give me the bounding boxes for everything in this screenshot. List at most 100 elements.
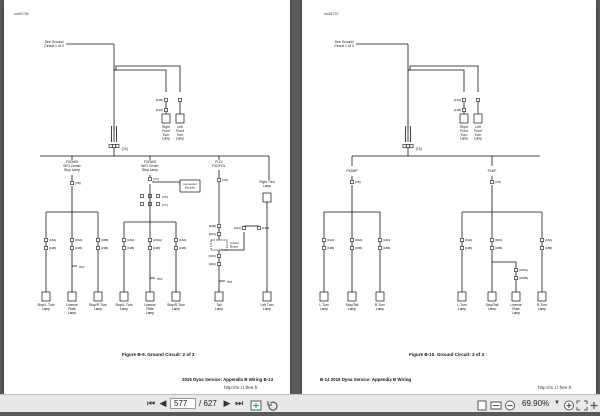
lamp-label: Lamp: [172, 307, 180, 311]
connector-pin: [514, 276, 518, 280]
connector-label: [19B]: [75, 246, 82, 250]
group-header: FXDWG: [66, 160, 79, 164]
lamp-box: [537, 291, 547, 302]
lamp-label: Lamp: [162, 137, 170, 141]
prev-page-icon[interactable]: ◀: [159, 398, 167, 408]
lamp-label: Stop/Tail: [486, 303, 499, 307]
lamp-box: [41, 291, 51, 302]
connector-label: [7B]: [355, 180, 361, 184]
fit-page-icon[interactable]: [476, 398, 488, 411]
connector-label: [7C]: [162, 203, 168, 207]
connector-label: [21A]: [454, 98, 461, 102]
connector-label: [94A]: [209, 232, 216, 236]
connector-pin: [156, 202, 160, 206]
first-page-icon[interactable]: ⏮: [146, 398, 156, 408]
zoom-out-icon[interactable]: [504, 398, 516, 411]
lamp-box: [214, 291, 224, 302]
lamp-label: Tail: [217, 303, 222, 307]
connector-pin: [96, 246, 100, 250]
lamp-label: Lamp: [474, 137, 482, 141]
connector-pin: [350, 238, 354, 242]
last-page-icon[interactable]: ⏭: [234, 398, 244, 408]
connector-label: [93A]: [355, 238, 362, 242]
lamp-label: Lamp: [348, 307, 356, 311]
connector-label: [93B]: [495, 246, 502, 250]
connector-pin: [406, 144, 410, 148]
lamp-label: Lamp: [94, 307, 102, 311]
lamp-label: Left Turn: [260, 303, 273, 307]
wire: [114, 69, 167, 92]
lamp-label: Lamp: [488, 307, 496, 311]
connector-pin: [409, 144, 414, 148]
connector-label: [93B]: [355, 246, 362, 250]
lamp-label: Right: [460, 125, 468, 129]
connector-label: [233A]: [519, 268, 528, 272]
group-header: Lamp: [263, 184, 271, 188]
connector-pin: [322, 246, 326, 250]
connector-pin: [460, 238, 464, 242]
lamp-label: Stop/R-Turn: [167, 303, 185, 307]
connector-pin: [490, 238, 494, 242]
group-header: W/O Center: [141, 164, 159, 168]
next-page-icon[interactable]: ▶: [223, 398, 231, 408]
ground-circuit-label: Circuit 1 of 3: [44, 44, 64, 48]
wire: [221, 232, 245, 251]
left-watermark: http://m.r.l.free.fr: [224, 385, 258, 390]
connector-label: [93B]: [101, 238, 108, 242]
page-nav-icon[interactable]: [250, 398, 262, 411]
fit-width-icon[interactable]: [490, 398, 502, 410]
lamp-label: Stop/L-Turn: [37, 303, 54, 307]
lamp-box: [262, 291, 272, 302]
right-figure-caption: Figure B-10. Ground Circuit: 3 of 3: [409, 352, 485, 357]
connector-pin: [350, 246, 354, 250]
connector-label: [7A]: [416, 147, 422, 151]
connector-pin: [402, 144, 407, 148]
zoom-in-icon[interactable]: [563, 398, 575, 411]
zoom-level[interactable]: 69.90%: [522, 399, 550, 408]
connector-label: [18B]: [383, 246, 390, 250]
connector-pin: [217, 224, 221, 228]
zoom-dropdown-icon[interactable]: ▼: [554, 400, 560, 406]
lamp-label: Lamp: [42, 307, 50, 311]
pdf-viewer-toolbar: ⏮ ◀ / 627 ▶ ⏭ 69.90% ▼: [0, 394, 600, 412]
lamp-label: Stop/R-Turn: [89, 303, 107, 307]
connector-pin: [378, 246, 382, 250]
connector-label: [21B]: [156, 98, 163, 102]
hdi-label: HDI: [227, 280, 232, 284]
connector-pin: [540, 246, 544, 250]
connector-pin: [460, 246, 464, 250]
add-icon[interactable]: [589, 398, 599, 409]
lamp-label: Turn: [461, 133, 468, 137]
lamp-label: Stop/L-Turn: [115, 303, 132, 307]
wire: [408, 69, 465, 92]
connector-pin: [96, 238, 100, 242]
connector-pin: [70, 238, 74, 242]
connector-label: [21A]: [156, 108, 163, 112]
fullscreen-icon[interactable]: [576, 398, 588, 411]
group-header: Stop Lamp: [142, 168, 158, 172]
group-header: FXDWG: [144, 160, 157, 164]
connector-label: [18A]: [179, 238, 186, 242]
connector-label: [93A]: [495, 238, 502, 242]
connector-label: [233A]: [153, 238, 162, 242]
lamp-label: Front: [176, 129, 184, 133]
current-page-input[interactable]: [170, 398, 196, 409]
lamp-box: [93, 291, 103, 302]
lamp-label: License: [66, 303, 78, 307]
lamp-label: Turn: [177, 133, 184, 137]
connector-pin: [140, 202, 144, 206]
connector-pin: [115, 144, 120, 148]
right-page-id: em01707: [324, 12, 339, 16]
connector-pin: [257, 226, 261, 230]
lamp-label: Lamp: [176, 137, 184, 141]
wire: [152, 181, 181, 186]
connector-label: [233B]: [519, 276, 528, 280]
lamp-label: Stop/Tail: [346, 303, 359, 307]
connector-pin: [156, 194, 160, 198]
group-header: FXDBP: [346, 169, 358, 173]
connector-label: [7B]: [222, 178, 228, 182]
connector-label: [19A]: [327, 238, 334, 242]
undo-icon[interactable]: [266, 398, 278, 411]
connector-label: [18B]: [545, 246, 552, 250]
